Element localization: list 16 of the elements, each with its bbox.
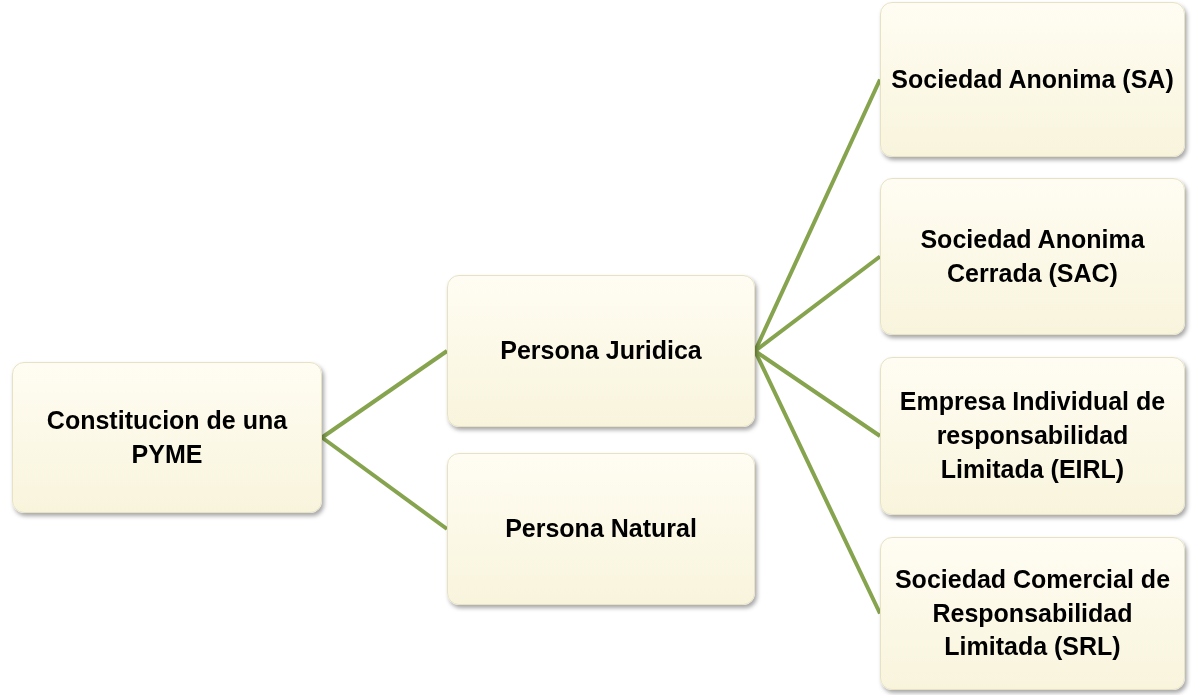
rounded-box (880, 178, 1185, 335)
rounded-box (447, 275, 755, 427)
node-label: Persona Natural (505, 513, 697, 545)
rounded-box (447, 453, 755, 605)
node-label: Constitucion de una PYME (45, 404, 289, 470)
node-label: Empresa Individual de responsabilidad Limitada (EIRL) (898, 386, 1167, 485)
node-label: Sociedad Comercial de Responsabilidad Limitada (SRL) (893, 563, 1172, 663)
node-label: Sociedad Anonima Cerrada (SAC) (919, 223, 1146, 289)
rounded-box (880, 2, 1185, 157)
rounded-box (880, 357, 1185, 515)
rounded-box (880, 537, 1185, 690)
connector-line (320, 349, 449, 440)
rounded-box (12, 362, 322, 513)
connector-line (320, 435, 449, 531)
node-label: Persona Juridica (500, 335, 702, 367)
node-label: Sociedad Anonima (SA) (891, 63, 1174, 95)
